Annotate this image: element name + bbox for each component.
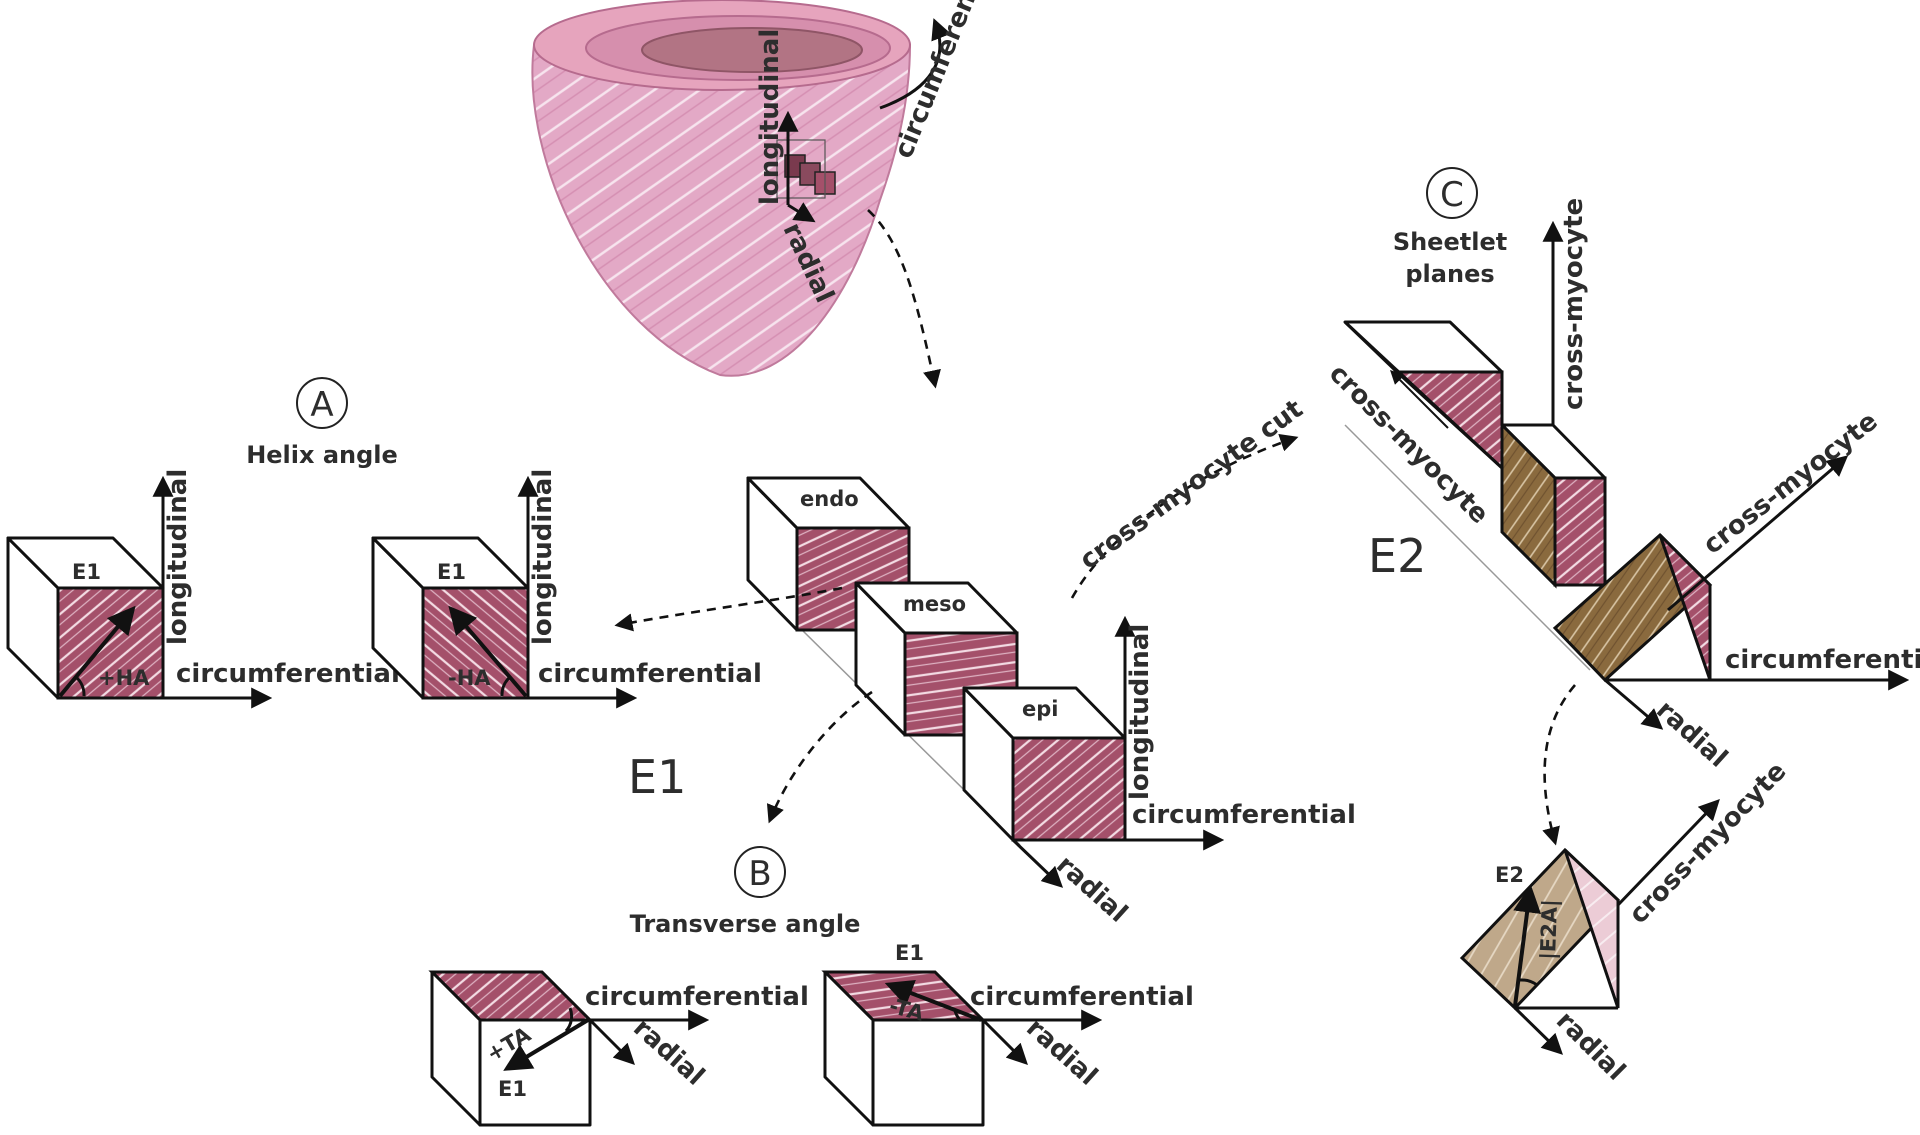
panel-b-e1-vector-positive xyxy=(503,1018,590,1071)
panel-c-small-cross-axis xyxy=(1616,798,1720,907)
panel-a-e1-vector-positive xyxy=(58,605,136,698)
panel-a-angle-label-negative: -HA xyxy=(448,666,491,690)
panel-c-cross-right-axis xyxy=(1667,455,1849,612)
panel-a-title: Helix angle xyxy=(246,441,398,469)
panel-c-small-e2-label: E2 xyxy=(1495,863,1524,887)
panel-b-rad-label-2: radial xyxy=(1020,1013,1103,1092)
panel-c-title-line1: Sheetlet xyxy=(1393,228,1507,256)
panel-a-letter-circle xyxy=(296,377,348,429)
center-e1-label: E1 xyxy=(628,750,686,804)
panel-b-e1-label-2: E1 xyxy=(895,941,924,965)
panel-c-cross-right-label: cross-myocyte xyxy=(1698,406,1884,560)
panel-b-circ-label-1: circumferential xyxy=(585,982,809,1012)
panel-a-circ-label-2: circumferential xyxy=(538,659,762,689)
to-panel-b-dashed-arrow xyxy=(766,690,873,824)
cross-myocyte-cut-label: cross-myocyte cut xyxy=(1074,394,1308,576)
block-epi: epi xyxy=(962,686,1127,842)
panel-a-angle-label-positive: +HA xyxy=(98,666,150,690)
panel-c-rad-label: radial xyxy=(1650,695,1733,774)
panel-c-e2a-arc xyxy=(1519,978,1538,987)
panel-a-helix-angle: A Helix angle E1 +HA longitudinal circum… xyxy=(6,377,762,709)
panel-a-long-label-1: longitudinal xyxy=(163,469,193,645)
center-circumferential-label: circumferential xyxy=(1132,800,1356,830)
panel-b-angle-arc-positive xyxy=(564,1007,574,1033)
panel-a-e1-label-2: E1 xyxy=(437,560,466,584)
panel-c-bottom-prism xyxy=(1552,532,1713,683)
panel-b-e1-label-1: E1 xyxy=(498,1077,527,1101)
panel-b-transverse-angle: B Transverse angle +TA E1 circumferentia… xyxy=(428,846,1194,1127)
center-radial-axis xyxy=(1011,838,1064,888)
panel-a-e1-vector-negative xyxy=(448,605,528,698)
panel-c-down-dashed-arrow xyxy=(1542,684,1576,846)
heart-longitudinal-label: longitudinal xyxy=(755,29,785,205)
panel-c-small-cross-label: cross-myocyte xyxy=(1623,756,1792,929)
panel-c-sheetlet-planes: C Sheetlet planes cross-myocyte cross-my… xyxy=(1323,167,1920,1087)
block-endo-label: endo xyxy=(800,487,859,511)
panel-b-angle-arc-negative xyxy=(953,1010,962,1021)
panel-c-small-rad-axis xyxy=(1513,1006,1564,1055)
panel-c-e2-label: E2 xyxy=(1368,529,1426,583)
panel-a-cube-negative: E1 -HA longitudinal circumferential xyxy=(371,469,762,709)
center-longitudinal-label: longitudinal xyxy=(1125,624,1155,800)
block-endo: endo xyxy=(746,476,911,632)
to-panel-a-dashed-arrow xyxy=(614,586,843,632)
cross-myocyte-cut-arrow xyxy=(1070,434,1299,599)
block-meso-label: meso xyxy=(903,592,966,616)
panel-a-cube-positive: E1 +HA longitudinal circumferential xyxy=(6,469,400,709)
panel-b-letter-circle xyxy=(734,846,786,898)
heart-to-blocks-dashed-arrow xyxy=(867,209,941,389)
panel-c-circ-label: circumferential xyxy=(1725,645,1920,675)
heart-cube-stack xyxy=(776,139,836,199)
heart-illustration: longitudinal radial circumferential xyxy=(531,0,1000,389)
panel-c-e2-vector xyxy=(1513,884,1542,1007)
panel-b-cube-negative: -TA E1 circumferential radial xyxy=(821,941,1194,1127)
panel-c-rad-axis xyxy=(1604,678,1664,730)
panel-a-letter: A xyxy=(310,385,333,425)
panel-c-cross-diag-arrow xyxy=(1390,370,1449,429)
panel-c-baseline xyxy=(1344,424,1591,671)
panel-a-circ-label-1: circumferential xyxy=(176,659,400,689)
panel-c-cross-up-label: cross-myocyte xyxy=(1559,198,1589,410)
panel-b-rad-label-1: radial xyxy=(627,1013,710,1092)
block-epi-label: epi xyxy=(1022,697,1058,721)
panel-b-cube-positive: +TA E1 circumferential radial xyxy=(428,970,809,1127)
panel-c-title-line2: planes xyxy=(1405,260,1494,288)
panel-c-letter-circle xyxy=(1426,167,1478,219)
panel-b-rad-axis-2 xyxy=(981,1018,1028,1065)
panel-a-long-label-2: longitudinal xyxy=(528,469,558,645)
panel-b-circ-label-2: circumferential xyxy=(970,982,1194,1012)
panel-c-top-wedge xyxy=(1343,320,1504,472)
panel-b-title: Transverse angle xyxy=(630,910,861,938)
panel-b-letter: B xyxy=(748,854,771,894)
panel-b-e1-vector-negative xyxy=(884,979,982,1022)
center-radial-label: radial xyxy=(1050,850,1133,929)
heart-circumferential-arrow xyxy=(879,18,951,110)
panel-c-small-prism: E2 |E2A| cross-myocyte radial xyxy=(1459,756,1792,1087)
panel-b-rad-axis-1 xyxy=(588,1018,635,1065)
panel-a-angle-arc-negative xyxy=(500,675,512,697)
panel-c-middle-block xyxy=(1500,421,1607,589)
panel-c-letter: C xyxy=(1440,175,1464,215)
panel-c-e2a-label: |E2A| xyxy=(1536,899,1563,960)
panel-c-small-rad-label: radial xyxy=(1550,1006,1631,1087)
panel-a-angle-arc-positive xyxy=(74,675,86,697)
panel-a-e1-label-1: E1 xyxy=(72,560,101,584)
heart-radial-arrow xyxy=(787,202,816,223)
